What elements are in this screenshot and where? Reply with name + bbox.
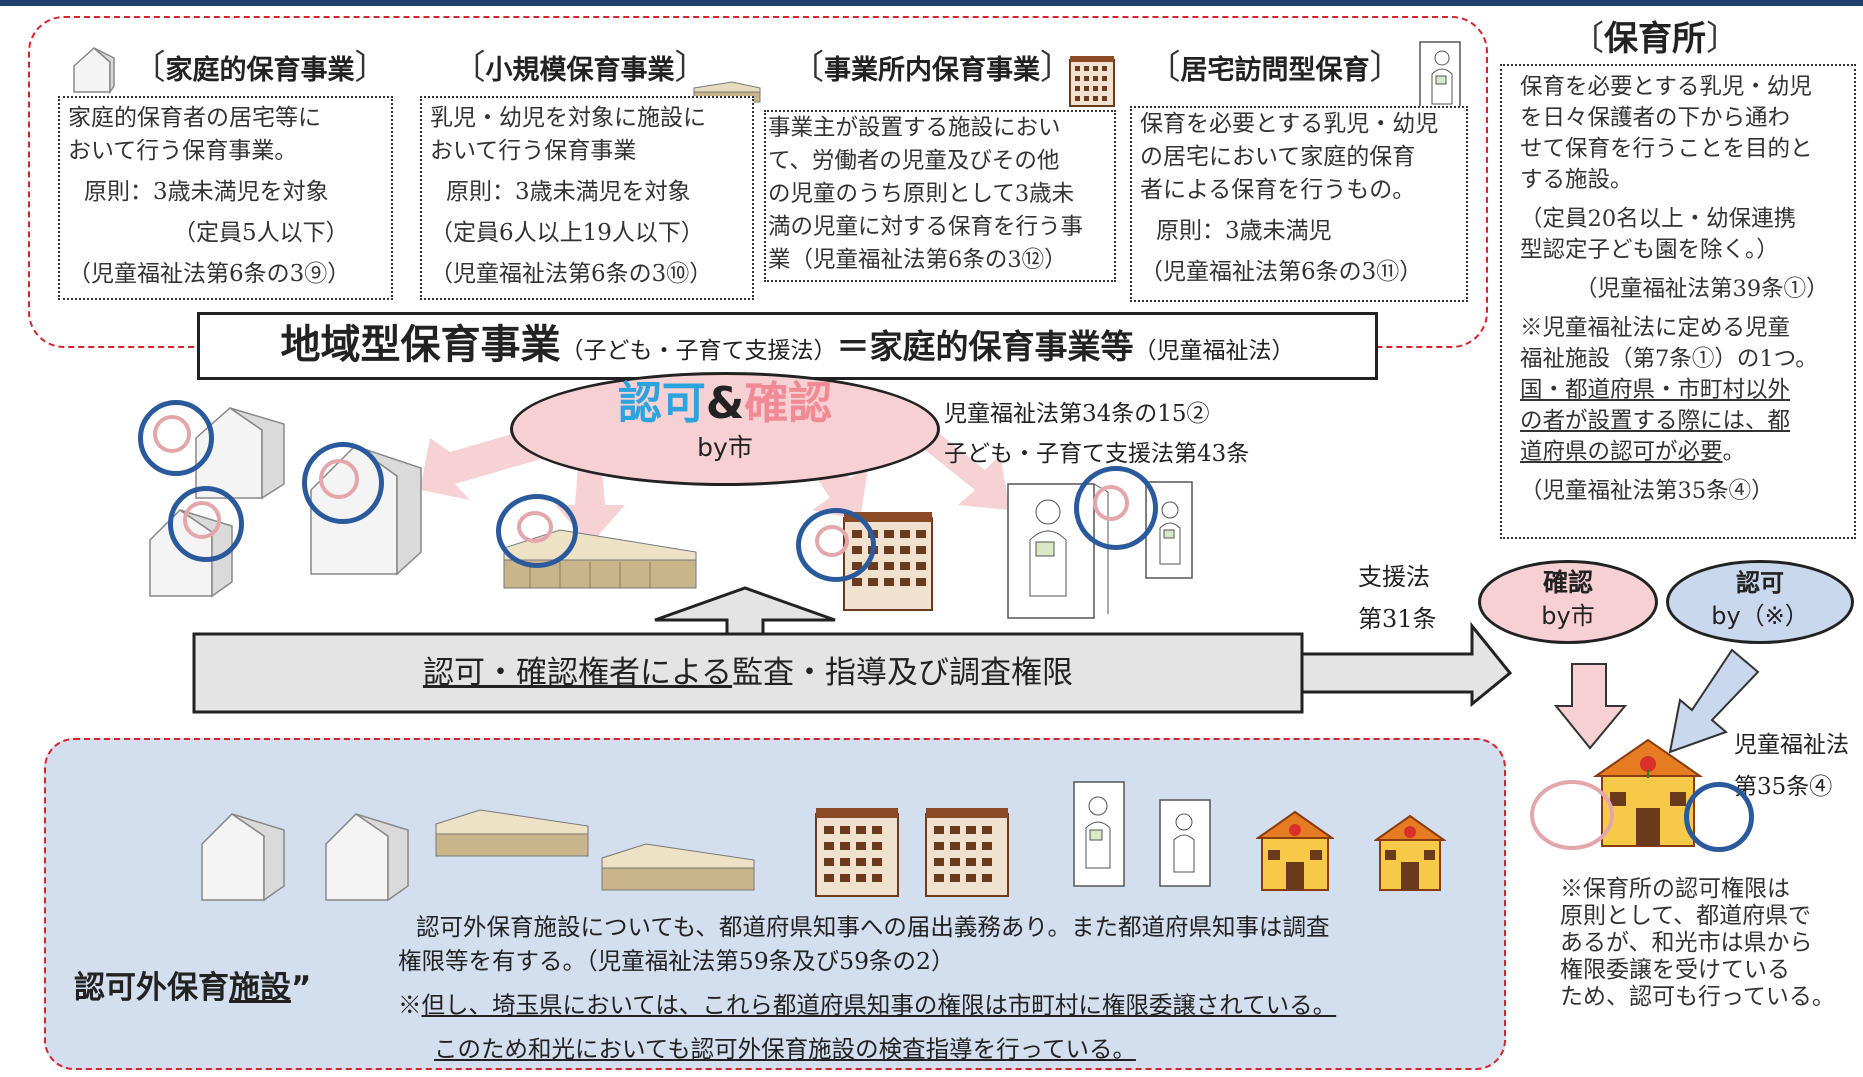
marker-ring-icon [1074, 466, 1158, 550]
nursery-law-label: 児童福祉法 第35条④ [1734, 732, 1849, 800]
unlicensed-notice-line-2: 権限等を有する。（児童福祉法第59条及び59条の2） [398, 947, 955, 975]
caregiver-at-door-icon [1159, 799, 1211, 887]
warehouse-icon [601, 843, 755, 891]
office-building-icon [925, 808, 1009, 897]
card-title: 〔小規模保育事業〕 [451, 48, 709, 88]
card-title: 〔事業所内保育事業〕 [790, 48, 1074, 88]
unlicensed-notice-line-1: 認可外保育施設についても、都道府県知事への届出義務あり。また都道府県知事は調査 [416, 913, 1330, 941]
top-border [0, 0, 1863, 6]
caregiver-at-door-icon [1007, 483, 1109, 619]
marker-ring-icon [138, 400, 214, 476]
nursery-authority-note: ※保育所の認可権限は 原則として、都道府県で あるが、和光市は県から 権限委譲を… [1560, 876, 1835, 1010]
nursery-building-icon [1374, 814, 1446, 891]
card-workplace-childcare: 〔事業所内保育事業〕 事業主が設置する施設におい て、労働者の児童及びその他 の… [762, 40, 1122, 282]
house-icon [70, 44, 118, 100]
approval-confirmation-ellipse: 認可&確認 by市 [510, 372, 940, 486]
nursery-building-icon [1256, 810, 1334, 891]
house-icon [201, 813, 285, 902]
card-title: 〔居宅訪問型保育〕 [1146, 48, 1404, 88]
nursery-description: 保育を必要とする乳児・幼児 を日々保護者の下から通わ せて保育を行うことを目的と… [1500, 64, 1856, 539]
marker-ring-icon [496, 494, 578, 568]
unlicensed-notice-line-3: ※但し、埼玉県においては、これら都道府県知事の権限は市町村に権限委譲されている。 [398, 991, 1337, 1019]
audit-authority-label: 認可・確認権者による監査・指導及び調査権限 [422, 655, 1074, 691]
support-act-label: 支援法 第31条 [1358, 563, 1437, 633]
approval-ring-icon [1684, 782, 1754, 852]
warehouse-icon [435, 809, 589, 857]
law-reference-2: 子ども・子育て支援法第43条 [944, 441, 1250, 467]
caregiver-at-door-icon [1418, 40, 1468, 122]
marker-ring-icon [302, 442, 384, 524]
approval-oval: 認可 by（※） [1666, 560, 1854, 644]
confirmation-ring-icon [1530, 780, 1614, 850]
card-family-childcare: 〔家庭的保育事業〕 家庭的保育者の居宅等に おいて行う保育事業。 原則：3歳未満… [58, 40, 403, 310]
office-building-icon [1068, 54, 1116, 112]
card-title: 〔家庭的保育事業〕 [131, 48, 389, 88]
card-body: 乳児・幼児を対象に施設に おいて行う保育事業 原則：3歳未満児を対象 （定員6人… [420, 96, 754, 300]
audit-arrow [192, 586, 1513, 714]
confirmation-oval: 確認 by市 [1478, 560, 1658, 644]
card-home-visit-childcare: 〔居宅訪問型保育〕 保育を必要とする乳児・幼児 の居宅において家庭的保育 者によ… [1130, 40, 1475, 310]
caregiver-at-door-icon [1145, 481, 1193, 579]
caregiver-at-door-icon [1073, 781, 1125, 887]
card-body: 保育を必要とする乳児・幼児 の居宅において家庭的保育 者による保育を行うもの。 … [1130, 106, 1468, 302]
card-body: 家庭的保育者の居宅等に おいて行う保育事業。 原則：3歳未満児を対象 （定員5人… [58, 96, 393, 300]
unlicensed-notice-line-4: このため和光においても認可外保育施設の検査指導を行っている。 [434, 1035, 1136, 1063]
marker-ring-icon [796, 508, 876, 582]
marker-ring-icon [168, 486, 244, 562]
house-icon [325, 813, 409, 902]
card-body: 事業主が設置する施設におい て、労働者の児童及びその他 の児童のうち原則として3… [764, 110, 1116, 282]
unlicensed-facilities-label: 認可外保育施設” [74, 970, 312, 1006]
office-building-icon [815, 808, 899, 897]
nursery-title: 〔保育所〕 [1570, 19, 1740, 59]
unlicensed-facilities-panel [44, 738, 1506, 1070]
card-small-scale-childcare: 〔小規模保育事業〕 乳児・幼児を対象に施設に おいて行う保育事業 原則：3歳未満… [420, 40, 761, 310]
law-reference-1: 児童福祉法第34条の15② [944, 401, 1210, 427]
